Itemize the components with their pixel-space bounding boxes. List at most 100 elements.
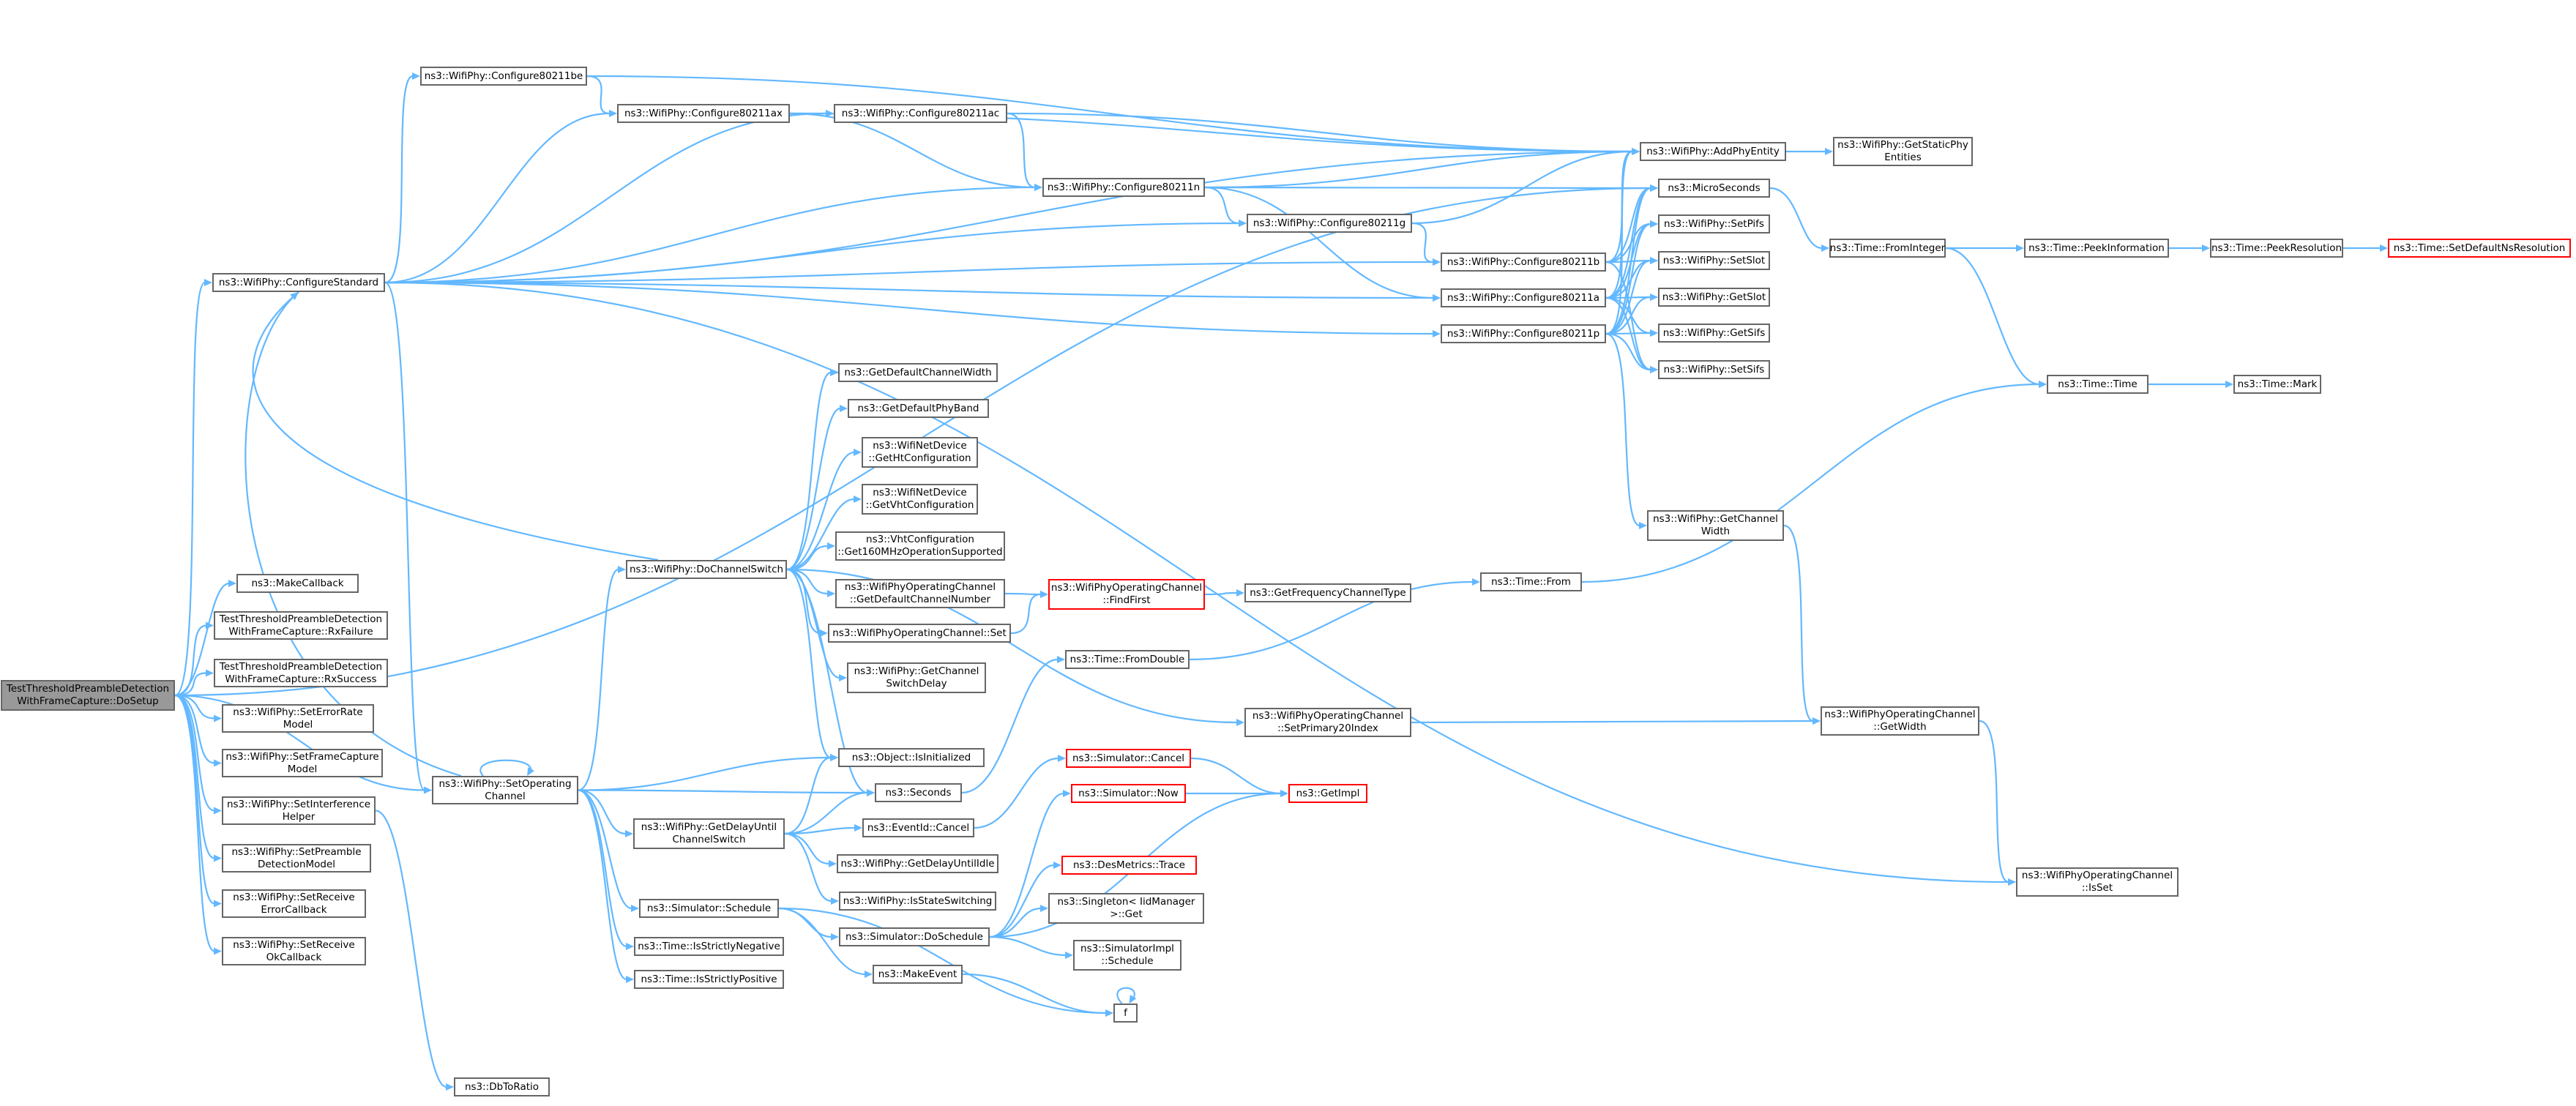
node-set-sifs[interactable]: ns3::WifiPhy::SetSifs <box>1658 360 1770 379</box>
node-make-callback[interactable]: ns3::MakeCallback <box>236 574 359 593</box>
node-get-static-phy-entities[interactable]: ns3::WifiPhy::GetStaticPhy Entities <box>1833 137 1973 166</box>
node-get-channel-width[interactable]: ns3::WifiPhy::GetChannel Width <box>1647 510 1784 541</box>
node-configure80211p[interactable]: ns3::WifiPhy::Configure80211p <box>1441 324 1606 343</box>
node-event-id-cancel[interactable]: ns3::EventId::Cancel <box>862 818 974 837</box>
node-label: ns3::Time::IsStrictlyNegative <box>638 940 780 952</box>
node-label: ns3::WifiPhyOperatingChannel ::SetPrimar… <box>1252 710 1404 734</box>
edge-arrowhead <box>631 905 639 912</box>
node-label: ns3::WifiPhy::GetDelayUntilIdle <box>840 857 995 870</box>
node-configure80211ax[interactable]: ns3::WifiPhy::Configure80211ax <box>617 104 790 123</box>
node-rx-failure[interactable]: TestThresholdPreambleDetection WithFrame… <box>214 611 388 640</box>
node-get-default-channel-width[interactable]: ns3::GetDefaultChannelWidth <box>838 363 998 382</box>
node-get-default-channel-number[interactable]: ns3::WifiPhyOperatingChannel ::GetDefaul… <box>835 579 1005 608</box>
node-get-sifs[interactable]: ns3::WifiPhy::GetSifs <box>1658 324 1770 343</box>
node-is-state-switching[interactable]: ns3::WifiPhy::IsStateSwitching <box>839 892 996 911</box>
node-simulator-schedule[interactable]: ns3::Simulator::Schedule <box>639 899 779 918</box>
edge-set-operating-channel-to-simulator-schedule <box>578 789 632 910</box>
node-configure-standard[interactable]: ns3::WifiPhy::ConfigureStandard <box>212 273 385 292</box>
node-get-slot[interactable]: ns3::WifiPhy::GetSlot <box>1658 288 1770 307</box>
node-set-pifs[interactable]: ns3::WifiPhy::SetPifs <box>1658 214 1770 233</box>
node-get-vht-configuration[interactable]: ns3::WifiNetDevice ::GetVhtConfiguration <box>862 484 978 515</box>
node-do-channel-switch[interactable]: ns3::WifiPhy::DoChannelSwitch <box>626 560 787 579</box>
node-label: ns3::Time::From <box>1491 575 1571 588</box>
node-label: TestThresholdPreambleDetection WithFrame… <box>219 613 383 638</box>
node-configure80211g[interactable]: ns3::WifiPhy::Configure80211g <box>1247 214 1412 233</box>
node-op-channel-get-width[interactable]: ns3::WifiPhyOperatingChannel ::GetWidth <box>1821 706 1979 736</box>
node-label: ns3::WifiPhy::Configure80211ac <box>841 107 1000 119</box>
node-simulator-impl-schedule[interactable]: ns3::SimulatorImpl ::Schedule <box>1073 940 1181 971</box>
node-db-to-ratio[interactable]: ns3::DbToRatio <box>454 1077 550 1096</box>
node-label: ns3::WifiPhy::Configure80211g <box>1252 217 1406 229</box>
node-des-metrics-trace[interactable]: ns3::DesMetrics::Trace <box>1061 856 1197 875</box>
node-simulator-now[interactable]: ns3::Simulator::Now <box>1071 784 1186 803</box>
edge-simulator-do-schedule-to-simulator-impl-schedule <box>989 935 1067 957</box>
node-configure80211a[interactable]: ns3::WifiPhy::Configure80211a <box>1441 288 1606 307</box>
edge-do-channel-switch-to-set-primary20-index <box>786 568 1238 724</box>
node-configure80211be[interactable]: ns3::WifiPhy::Configure80211be <box>420 67 587 86</box>
node-is-strictly-positive[interactable]: ns3::Time::IsStrictlyPositive <box>634 970 784 989</box>
node-configure80211ac[interactable]: ns3::WifiPhy::Configure80211ac <box>834 104 1007 123</box>
node-time-mark[interactable]: ns3::Time::Mark <box>2233 375 2321 394</box>
node-label: ns3::GetDefaultChannelWidth <box>844 366 992 378</box>
edge-configure80211ax-to-configure80211n <box>789 112 1036 189</box>
node-label: ns3::WifiPhy::Configure80211ax <box>624 107 783 119</box>
node-set-receive-error-callback[interactable]: ns3::WifiPhy::SetReceive ErrorCallback <box>222 889 366 918</box>
node-rx-success[interactable]: TestThresholdPreambleDetection WithFrame… <box>214 659 388 687</box>
node-find-first[interactable]: ns3::WifiPhyOperatingChannel ::FindFirst <box>1048 579 1205 610</box>
node-label: ns3::Simulator::Cancel <box>1072 752 1185 764</box>
node-set-interference-helper[interactable]: ns3::WifiPhy::SetInterference Helper <box>222 796 376 825</box>
node-get-impl[interactable]: ns3::GetImpl <box>1288 784 1367 803</box>
node-add-phy-entity[interactable]: ns3::WifiPhy::AddPhyEntity <box>1640 142 1786 161</box>
node-set-primary20-index[interactable]: ns3::WifiPhyOperatingChannel ::SetPrimar… <box>1244 708 1411 737</box>
edge-configure80211ac-to-add-phy-entity <box>1007 112 1633 153</box>
node-set-default-ns-resolution[interactable]: ns3::Time::SetDefaultNsResolution <box>2388 239 2571 258</box>
node-set-frame-capture-model[interactable]: ns3::WifiPhy::SetFrameCapture Model <box>222 749 383 777</box>
node-get-delay-until-idle[interactable]: ns3::WifiPhy::GetDelayUntilIdle <box>837 854 998 873</box>
node-label: ns3::WifiPhy::SetInterference Helper <box>226 798 371 823</box>
node-simulator-cancel[interactable]: ns3::Simulator::Cancel <box>1066 749 1191 768</box>
node-object-is-initialized[interactable]: ns3::Object::IsInitialized <box>838 748 985 767</box>
node-label: ns3::GetDefaultPhyBand <box>857 402 979 414</box>
node-f-node[interactable]: f <box>1113 1004 1138 1023</box>
edge-arrowhead <box>1812 717 1821 725</box>
edge-configure-standard-to-configure80211n <box>384 186 1036 284</box>
node-get-delay-until-channel-switch[interactable]: ns3::WifiPhy::GetDelayUntil ChannelSwitc… <box>633 818 785 849</box>
node-is-strictly-negative[interactable]: ns3::Time::IsStrictlyNegative <box>634 937 784 956</box>
node-label: ns3::MakeEvent <box>878 968 957 980</box>
node-seconds[interactable]: ns3::Seconds <box>875 783 962 802</box>
node-get-default-phy-band[interactable]: ns3::GetDefaultPhyBand <box>848 399 989 418</box>
node-label: ns3::SimulatorImpl ::Schedule <box>1080 943 1174 967</box>
edge-arrowhead <box>626 976 634 983</box>
node-from-double[interactable]: ns3::Time::FromDouble <box>1065 650 1190 669</box>
node-configure80211b[interactable]: ns3::WifiPhy::Configure80211b <box>1441 253 1606 272</box>
edge-do-setup-to-set-interference-helper <box>174 694 215 812</box>
node-simulator-do-schedule[interactable]: ns3::Simulator::DoSchedule <box>839 927 990 946</box>
node-peek-information[interactable]: ns3::Time::PeekInformation <box>2024 239 2169 258</box>
node-set-preamble-detection-model[interactable]: ns3::WifiPhy::SetPreamble DetectionModel <box>222 844 371 873</box>
node-make-event[interactable]: ns3::MakeEvent <box>873 965 963 984</box>
node-set-slot[interactable]: ns3::WifiPhy::SetSlot <box>1658 251 1770 270</box>
node-get-ht-configuration[interactable]: ns3::WifiNetDevice ::GetHtConfiguration <box>862 437 978 468</box>
edge-configure80211p-to-micro-seconds <box>1605 187 1651 335</box>
node-op-channel-is-set[interactable]: ns3::WifiPhyOperatingChannel ::IsSet <box>2016 867 2179 897</box>
node-singleton-get[interactable]: ns3::Singleton< IidManager >::Get <box>1048 893 1204 924</box>
node-set-operating-channel[interactable]: ns3::WifiPhy::SetOperating Channel <box>432 776 578 804</box>
node-time-time[interactable]: ns3::Time::Time <box>2047 375 2148 394</box>
node-micro-seconds[interactable]: ns3::MicroSeconds <box>1658 179 1770 198</box>
node-set-error-rate-model[interactable]: ns3::WifiPhy::SetErrorRate Model <box>222 704 374 733</box>
node-configure80211n[interactable]: ns3::WifiPhy::Configure80211n <box>1042 178 1205 197</box>
node-label: ns3::DesMetrics::Trace <box>1073 859 1185 871</box>
node-peek-resolution[interactable]: ns3::Time::PeekResolution <box>2210 239 2343 258</box>
node-get-frequency-channel-type[interactable]: ns3::GetFrequencyChannelType <box>1244 583 1411 602</box>
node-time-from[interactable]: ns3::Time::From <box>1480 572 1582 591</box>
edge-arrowhead <box>2380 244 2388 252</box>
node-from-integer[interactable]: ns3::Time::FromInteger <box>1829 239 1946 258</box>
edge-arrowhead <box>2008 878 2016 886</box>
edge-arrowhead <box>854 496 862 503</box>
node-label: ns3::WifiPhyOperatingChannel ::FindFirst <box>1050 582 1203 606</box>
node-set-receive-ok-callback[interactable]: ns3::WifiPhy::SetReceive OkCallback <box>222 937 366 965</box>
node-get160-m-hz-operation-supported[interactable]: ns3::VhtConfiguration ::Get160MHzOperati… <box>835 531 1005 561</box>
edge-arrowhead <box>1632 148 1640 155</box>
node-op-channel-set[interactable]: ns3::WifiPhyOperatingChannel::Set <box>828 624 1011 643</box>
node-get-channel-switch-delay[interactable]: ns3::WifiPhy::GetChannel SwitchDelay <box>847 662 986 693</box>
